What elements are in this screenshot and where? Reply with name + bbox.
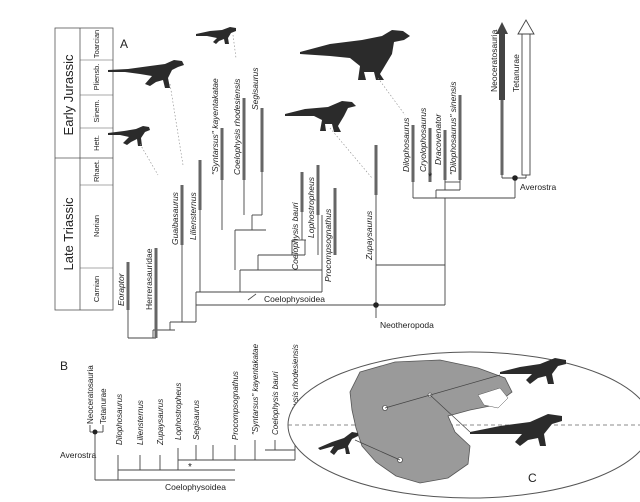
taxon-label: Segisaurus (250, 67, 260, 110)
theropod-silhouette-icon (108, 27, 410, 146)
taxon-label: "Syntarsus" kayentakatae (210, 78, 220, 175)
clade-label-averostra-b: Averostra (60, 450, 96, 460)
period-late-triassic: Late Triassic (61, 197, 76, 270)
taxon-label: Neoceratosauria (489, 29, 499, 92)
taxon-label: Tetanurae (99, 388, 108, 424)
neoceratosauria-arrow-icon (496, 22, 508, 100)
taxon-label: Dilophosaurus (115, 394, 124, 445)
migration-pointer (354, 374, 501, 461)
clade-label-coelophysoidea: Coelophysoidea (264, 294, 325, 304)
taxon-label: Eoraptor (116, 272, 126, 306)
silhouette-pointer (139, 34, 406, 179)
taxon-label: Lophostropheus (174, 383, 183, 440)
stage-label: Toarcian (92, 30, 101, 58)
averostra-node-icon (92, 429, 98, 435)
panel-label-b: B (60, 359, 68, 373)
taxon-label: Liliensternus (136, 400, 145, 445)
panel-label-a: A (120, 37, 128, 51)
range-bars (126, 95, 504, 338)
taxon-label: Cryolophosaurus (418, 107, 428, 172)
neotheropoda-node-icon (373, 302, 379, 308)
stage-label: Hett. (92, 135, 101, 151)
stage-label: Carnian (92, 276, 101, 302)
stage-label: Sinem. (92, 99, 101, 122)
stage-label: Pliensb. (92, 64, 101, 91)
taxon-label: Dracovenator (433, 113, 443, 165)
taxon-label: Herrerasauridae (144, 248, 154, 310)
taxon-labels-a: Eoraptor Herrerasauridae Guaibasaurus Li… (116, 29, 521, 310)
taxon-label: "Syntarsus" kayentakatae (251, 343, 260, 435)
taxon-label: Procompsognathus (231, 371, 240, 440)
cladogram-a-branches (127, 172, 527, 339)
panel-label-c: C (528, 471, 537, 485)
clade-label-coelophysoidea-b: Coelophysoidea (165, 482, 226, 492)
taxon-label: Coelophysis rhodesiensis (232, 78, 242, 175)
star-marker: * (428, 171, 433, 183)
theropod-silhouette-icon (318, 358, 566, 455)
period-early-jurassic: Early Jurassic (61, 54, 76, 135)
taxon-label: Liliensternus (188, 192, 198, 240)
taxon-label: Neoceratosauria (86, 365, 95, 424)
taxon-label: Zupaysaurus (156, 399, 165, 446)
taxon-label: Coelophysis bauri (290, 201, 300, 270)
averostra-node-icon (512, 175, 518, 181)
taxon-label: Coelophysis rhodesiensis (291, 344, 300, 435)
taxon-label: Lophostropheus (306, 176, 316, 238)
taxon-label: Segisaurus (192, 400, 201, 440)
taxon-labels-b: Neoceratosauria Tetanurae Dilophosaurus … (86, 343, 300, 446)
taxon-label: Procompsognathus (323, 208, 333, 282)
taxon-label: Zupaysaurus (364, 210, 374, 261)
stage-label: Rhaet. (92, 160, 101, 182)
taxon-label: "Dilophosaurus" sinensis (448, 81, 458, 175)
taxon-label: Coelophysis bauri (271, 371, 280, 435)
clade-label-neotheropoda: Neotheropoda (380, 320, 434, 330)
clade-label-averostra: Averostra (520, 182, 556, 192)
taxon-label: Dilophosaurus (401, 117, 411, 172)
taxon-label: Guaibasaurus (170, 191, 180, 245)
star-marker: * (188, 462, 192, 473)
pangaea-map-icon (287, 351, 640, 499)
timescale: Early Jurassic Late Triassic Toarcian Pl… (54, 27, 114, 311)
cladogram-b-branches (89, 425, 296, 481)
coelophysoidea-node-icon (247, 293, 257, 301)
tetanurae-arrow-icon (517, 19, 535, 176)
taxon-label: Tetanurae (511, 54, 521, 92)
stage-label: Norian (92, 215, 101, 237)
